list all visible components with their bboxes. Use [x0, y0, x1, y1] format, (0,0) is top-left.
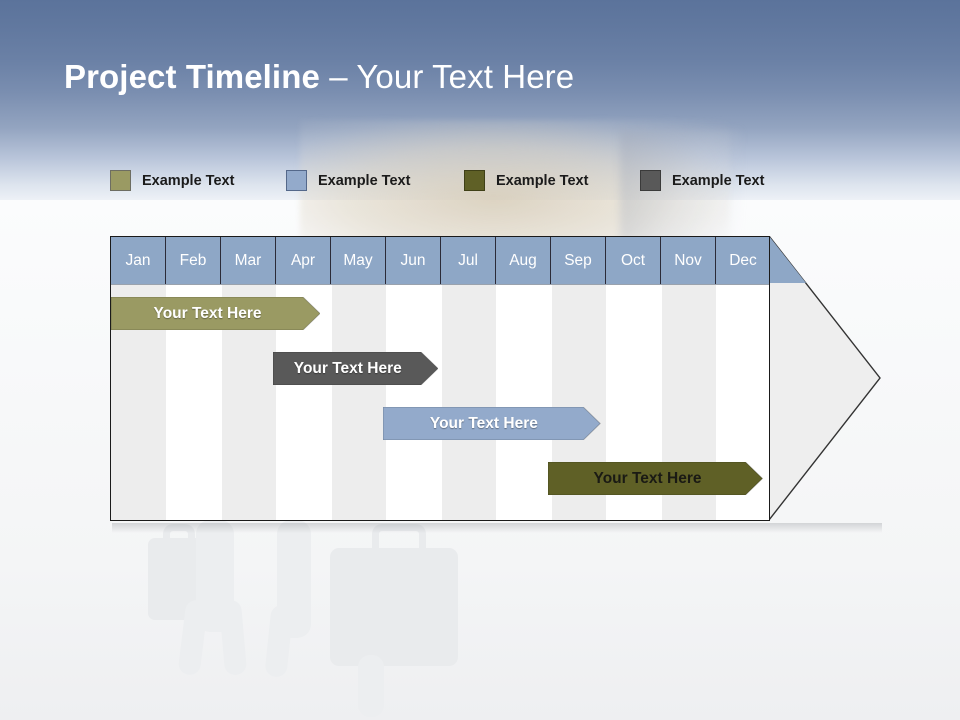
month-header-aug[interactable]: Aug	[496, 237, 551, 284]
gantt-column-separator	[276, 261, 277, 520]
task-bar-4[interactable]: Your Text Here	[548, 462, 763, 495]
gantt-column-separator	[331, 261, 332, 520]
month-header-mar[interactable]: Mar	[221, 237, 276, 284]
gantt-column-separator	[716, 261, 717, 520]
month-header-feb[interactable]: Feb	[166, 237, 221, 284]
legend-item-2[interactable]: Example Text	[286, 170, 410, 191]
legend-item-1[interactable]: Example Text	[110, 170, 234, 191]
legend-swatch-dark-olive-icon	[464, 170, 485, 191]
legend-swatch-olive-icon	[110, 170, 131, 191]
month-header-jan[interactable]: Jan	[111, 237, 166, 284]
gantt-column-separator	[661, 261, 662, 520]
gantt-column-separator	[496, 261, 497, 520]
legend-item-4[interactable]: Example Text	[640, 170, 764, 191]
page-title-strong: Project Timeline	[64, 58, 320, 95]
month-header-oct[interactable]: Oct	[606, 237, 661, 284]
gantt-column-separator	[441, 261, 442, 520]
legend-label-1: Example Text	[142, 172, 235, 189]
task-bar-3[interactable]: Your Text Here	[383, 407, 601, 440]
page-title-light: – Your Text Here	[329, 58, 575, 95]
gantt-column-separator	[606, 261, 607, 520]
month-header-sep[interactable]: Sep	[551, 237, 606, 284]
legend-label-3: Example Text	[496, 172, 589, 189]
task-bar-1[interactable]: Your Text Here	[111, 297, 320, 330]
gantt-column-separator	[551, 261, 552, 520]
legend-label-4: Example Text	[672, 172, 765, 189]
month-header-dec[interactable]: Dec	[716, 237, 769, 284]
month-header-may[interactable]: May	[331, 237, 386, 284]
gantt-header-divider	[111, 284, 769, 285]
gantt-column-separator	[166, 261, 167, 520]
gantt-column-separator	[386, 261, 387, 520]
month-header-nov[interactable]: Nov	[661, 237, 716, 284]
chart-drop-shadow	[112, 523, 882, 533]
page-title: Project Timeline – Your Text Here	[64, 58, 574, 96]
legend-swatch-blue-icon	[286, 170, 307, 191]
legend-swatch-gray-icon	[640, 170, 661, 191]
month-header-jun[interactable]: Jun	[386, 237, 441, 284]
legend-item-3[interactable]: Example Text	[464, 170, 588, 191]
task-bar-2[interactable]: Your Text Here	[273, 352, 439, 385]
gantt-column-separator	[221, 261, 222, 520]
legend-label-2: Example Text	[318, 172, 411, 189]
timeline-arrow-head	[769, 236, 881, 521]
month-header-apr[interactable]: Apr	[276, 237, 331, 284]
month-header-jul[interactable]: Jul	[441, 237, 496, 284]
